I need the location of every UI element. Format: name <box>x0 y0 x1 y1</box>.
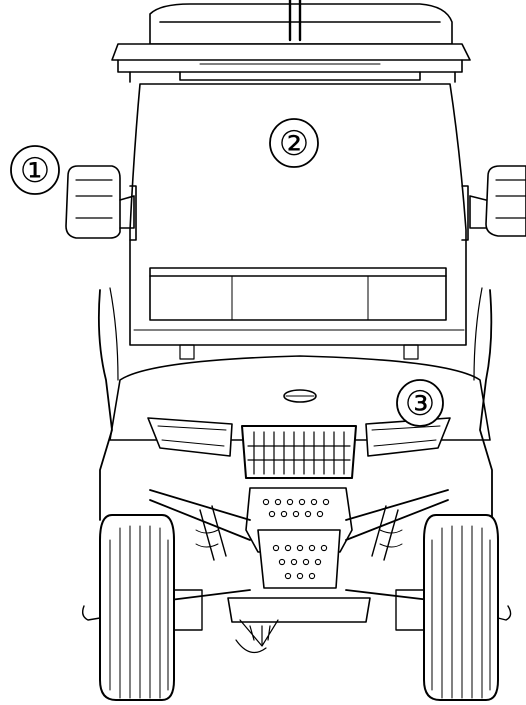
front-differential <box>227 597 371 654</box>
right-fender <box>473 287 493 521</box>
roof <box>111 0 471 83</box>
skid-plate <box>245 487 353 589</box>
callout-2-circle <box>269 118 319 168</box>
callout-2: ② <box>269 118 319 168</box>
left-mirror <box>65 165 137 241</box>
right-front-wheel <box>395 514 512 701</box>
callout-3: ③ <box>396 379 444 427</box>
callout-2-label: ② <box>279 124 309 164</box>
cab-lower-panel <box>149 267 447 360</box>
left-headlight <box>147 417 233 457</box>
front-grille <box>241 425 357 479</box>
callout-1-label: ① <box>20 151 50 191</box>
callout-1: ① <box>10 145 60 195</box>
hood <box>109 355 491 441</box>
callout-3-circle <box>396 379 444 427</box>
left-front-wheel <box>81 514 203 701</box>
right-mirror <box>461 165 526 241</box>
front-suspension <box>149 489 449 601</box>
left-fender <box>97 287 119 521</box>
callout-1-circle <box>10 145 60 195</box>
callout-3-label: ③ <box>405 384 435 424</box>
right-headlight <box>365 417 451 457</box>
